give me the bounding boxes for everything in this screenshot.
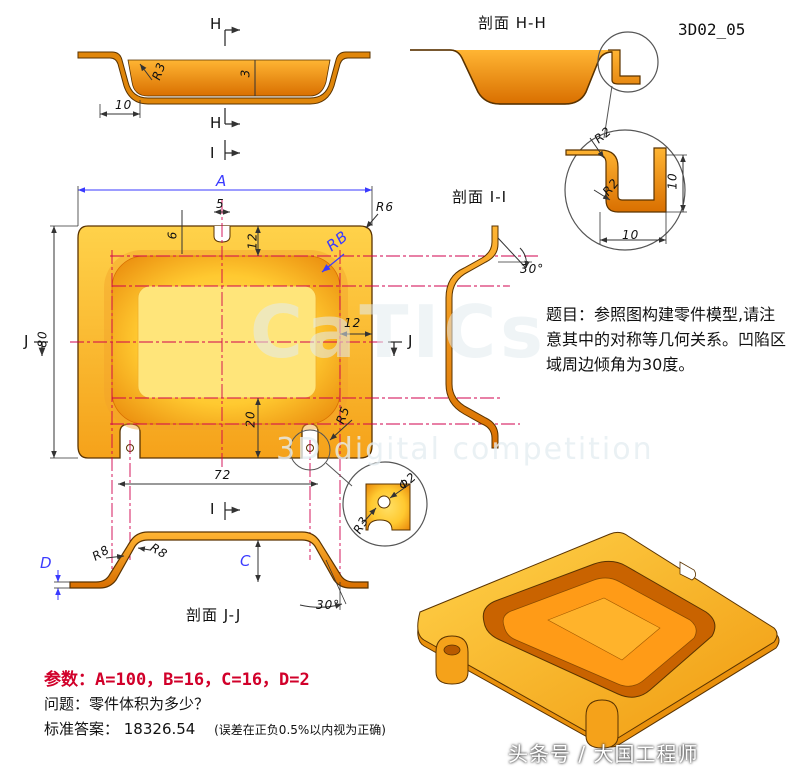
cut-label-i-top: I — [210, 144, 216, 162]
dim-80: 80 — [35, 330, 50, 348]
credit-watermark: 头条号 / 大国工程师 — [508, 742, 699, 766]
answer: 标准答案： 18326.54 (误差在正负0.5%以内视为正确) — [44, 718, 386, 739]
top-section-shape — [77, 51, 371, 105]
parameters: 参数：A=100，B=16，C=16，D=2 — [44, 670, 310, 690]
dim-a: A — [216, 172, 228, 190]
answer-value: 标准答案： 18326.54 — [44, 720, 196, 738]
isometric-view — [417, 531, 780, 749]
dim-depth-3: 3 — [238, 68, 253, 78]
section-label-hh: 剖面 H-H — [478, 14, 547, 32]
hole-detail-small — [289, 429, 331, 471]
dim-72: 72 — [214, 468, 232, 482]
dim-10-top: 10 — [115, 98, 133, 112]
task-description: 题目：参照图构建零件模型,请注意其中的对称等几何关系。凹陷区域周边倾角为30度。 — [546, 305, 787, 374]
section-jj-shape — [69, 531, 369, 589]
section-label-jj: 剖面 J-J — [186, 606, 242, 624]
dim-detail-10-w: 10 — [622, 228, 640, 242]
detail-circle-top — [597, 31, 659, 93]
cut-label-h-bottom: H — [210, 114, 223, 132]
drawing-code: 3D02_05 — [678, 20, 746, 39]
dim-slot-5: 5 — [216, 197, 225, 211]
detail-shape — [565, 147, 667, 213]
dim-slot-6: 6 — [165, 230, 180, 240]
dim-20: 20 — [243, 410, 258, 428]
section-ii-shape — [445, 225, 499, 449]
cut-label-j-left: J — [24, 332, 30, 350]
cut-label-i-bottom: I — [210, 500, 216, 518]
dim-30-side: 30° — [520, 262, 545, 276]
section-label-ii: 剖面 I-I — [452, 188, 508, 206]
dim-d: D — [40, 554, 53, 572]
cut-label-j-right: J — [408, 332, 414, 350]
dim-r6: R6 — [376, 200, 394, 214]
watermark-logo: CaTICs — [250, 290, 548, 374]
hole-detail-large — [342, 461, 428, 547]
section-hh-shape — [410, 49, 641, 105]
dim-30-bottom: 30° — [316, 598, 341, 612]
question: 问题：零件体积为多少？ — [44, 695, 210, 713]
answer-note: (误差在正负0.5%以内视为正确) — [214, 723, 386, 737]
cut-label-h-top: H — [210, 15, 223, 33]
dim-detail-10-h: 10 — [665, 172, 680, 190]
dim-12-right: 12 — [344, 316, 362, 330]
watermark-subtitle: 3D digital competition — [276, 432, 654, 467]
dim-c: C — [240, 552, 252, 570]
dim-12-top: 12 — [245, 232, 260, 250]
